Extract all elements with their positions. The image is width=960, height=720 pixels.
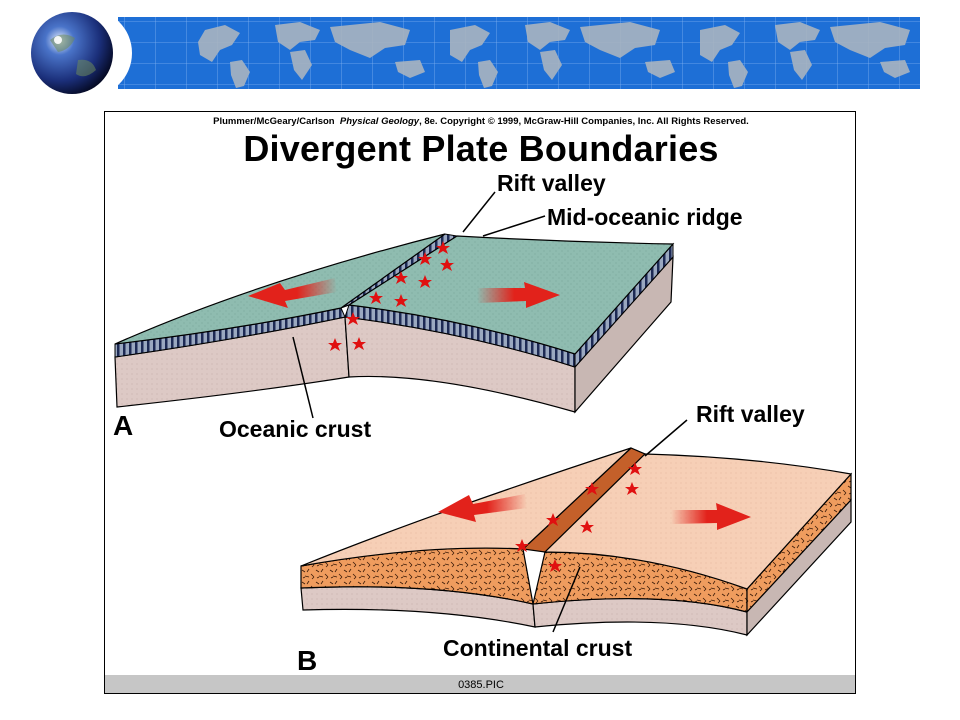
world-map-banner <box>31 9 920 97</box>
footer-filename: 0385.PIC <box>458 679 504 691</box>
spreading-arrow-left <box>248 278 337 308</box>
rift-valley-label-a: Rift valley <box>497 170 606 196</box>
oceanic-crust-label: Oceanic crust <box>219 416 372 442</box>
oceanic-ridge-block <box>114 191 675 419</box>
plate-boundary-diagram <box>114 191 853 637</box>
copyright-credit: Plummer/McGeary/Carlson Physical Geology… <box>213 116 749 127</box>
rift-valley-label-b: Rift valley <box>696 401 805 427</box>
globe-icon <box>31 12 113 94</box>
spreading-arrow-right <box>477 282 560 308</box>
spreading-arrow-right-b <box>671 503 751 530</box>
panel-b-letter: B <box>297 645 318 676</box>
figure-frame: Plummer/McGeary/Carlson Physical Geology… <box>104 111 856 694</box>
figure-title: Divergent Plate Boundaries <box>243 128 719 169</box>
continental-crust-label: Continental crust <box>443 635 633 661</box>
spreading-arrow-left-b <box>438 494 527 522</box>
footer-bar: 0385.PIC <box>105 675 855 693</box>
earthquake-stars-b <box>515 462 642 572</box>
earthquake-stars-a <box>328 241 454 351</box>
panel-a-letter: A <box>113 410 134 441</box>
continental-rift-block <box>300 419 853 637</box>
mid-oceanic-ridge-label: Mid-oceanic ridge <box>547 204 743 230</box>
